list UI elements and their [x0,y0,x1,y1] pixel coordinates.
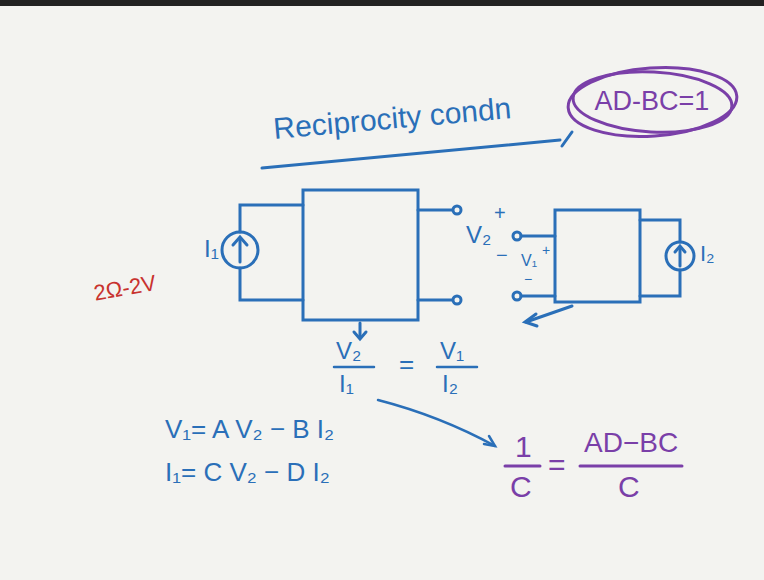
polarity-mark: − [524,272,532,287]
title-heading: Reciprocity condn [272,91,512,145]
result-term: C [510,470,532,503]
result-bars [505,465,682,468]
side-note: 2Ω-2V [92,271,158,306]
port-voltage: V₂ [466,222,491,248]
fraction-term: V₂ [336,338,361,364]
result-term: 1 [515,430,532,463]
title-underline [262,140,560,168]
polarity-mark: + [542,243,550,258]
fraction-bars [334,367,495,446]
result-term: AD−BC [584,428,678,459]
polarity-mark: − [496,244,508,266]
abcd-equation: I₁= C V₂ − D I₂ [165,458,330,487]
ellipse-ring [565,65,738,139]
result-term: C [618,470,640,503]
condition-ellipse: AD-BC=1 [565,65,740,139]
equals-sign: = [399,350,414,379]
condition-text: AD-BC=1 [595,87,710,117]
title-tick [562,132,572,146]
diag-arrow [526,306,572,322]
port-voltage: V₁ [521,252,537,270]
two-port-right [513,210,694,326]
source-label: I₂ [700,242,715,266]
source-label: I₁ [204,236,219,262]
two-port-left [222,132,572,339]
equals-sign: = [548,448,566,481]
fraction-term: I₂ [442,371,458,397]
fraction-term: V₁ [440,338,464,364]
polarity-mark: + [494,202,506,224]
top-band [0,0,764,6]
node-text-wrap: AD-BC=1 [565,65,740,117]
fraction-term: I₁ [339,371,354,397]
abcd-equation: V₁= A V₂ − B I₂ [165,415,334,444]
ellipse-ring [571,68,733,136]
